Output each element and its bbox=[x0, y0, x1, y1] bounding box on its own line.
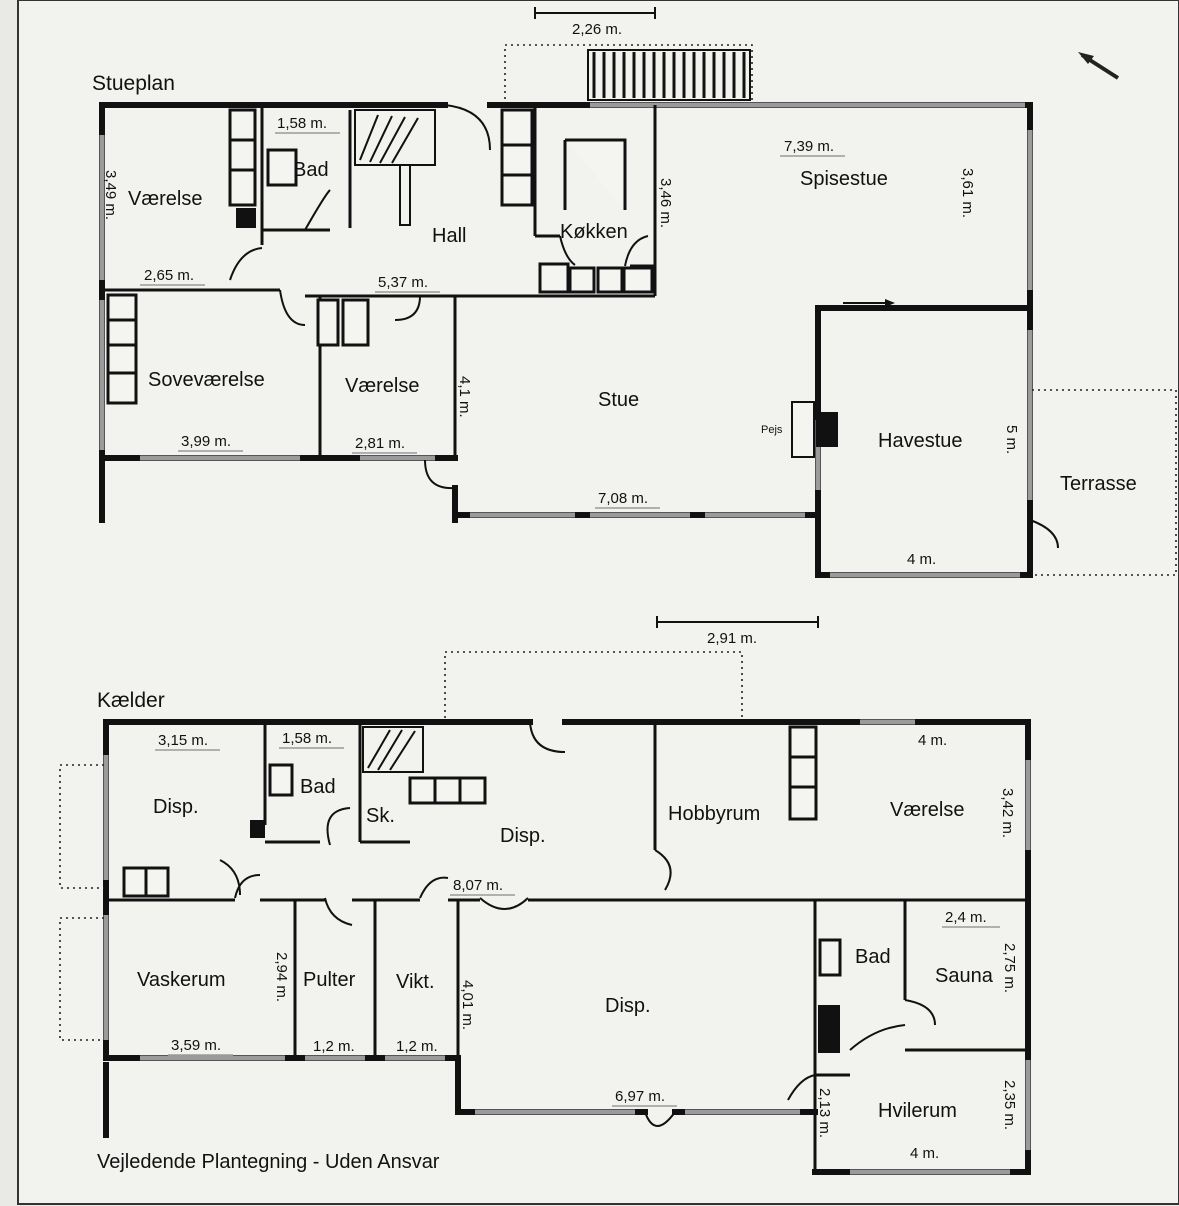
room-vaerelse-ground: Værelse bbox=[128, 188, 202, 210]
dim-bad-width-ground: 1,58 m. bbox=[277, 115, 327, 132]
dim-hvilerum-width: 4 m. bbox=[910, 1145, 939, 1162]
dim-hvilerum-depth-right: 2,35 m. bbox=[1001, 1080, 1018, 1130]
room-vikt: Vikt. bbox=[396, 971, 435, 993]
room-vaskerum: Vaskerum bbox=[137, 969, 226, 991]
dim-havestue-depth: 5 m. bbox=[1003, 425, 1020, 454]
room-bad-2: Bad bbox=[855, 946, 891, 968]
dim-vaerelse2-width: 2,81 m. bbox=[355, 435, 405, 452]
room-bad-basement: Bad bbox=[300, 776, 336, 798]
dim-vaerelse-width-ground: 2,65 m. bbox=[144, 267, 194, 284]
dim-sauna-width: 2,4 m. bbox=[945, 909, 987, 926]
dim-spisestue-depth: 3,61 m. bbox=[959, 168, 976, 218]
dim-disp3-width: 6,97 m. bbox=[615, 1088, 665, 1105]
pejs-label: Pejs bbox=[761, 424, 783, 436]
dim-vaerelse-depth-ground: 3,49 m. bbox=[102, 170, 119, 220]
ground-scale-bar: 2,26 m. bbox=[534, 7, 656, 38]
ground-scale-label: 2,26 m. bbox=[572, 21, 622, 38]
room-sovevaerelse: Soveværelse bbox=[148, 369, 265, 391]
room-hobbyrum: Hobbyrum bbox=[668, 803, 760, 825]
room-stue: Stue bbox=[598, 389, 639, 411]
disclaimer-footer: Vejledende Plantegning - Uden Ansvar bbox=[97, 1151, 440, 1173]
room-spisestue: Spisestue bbox=[800, 168, 888, 190]
room-vaerelse-basement: Værelse bbox=[890, 799, 964, 821]
dim-hall-width: 5,37 m. bbox=[378, 274, 428, 291]
ground-plan-title: Stueplan bbox=[92, 72, 175, 95]
dim-vaskerum-width: 3,59 m. bbox=[171, 1037, 221, 1054]
basement-staircase bbox=[362, 726, 487, 805]
north-arrow-icon bbox=[1078, 52, 1120, 80]
dim-vaskerum-depth: 2,94 m. bbox=[273, 952, 290, 1002]
room-disp-3: Disp. bbox=[605, 995, 651, 1017]
ground-floor-plan: 2,26 m. bbox=[92, 7, 1177, 578]
dim-stue-depth: 4,1 m. bbox=[456, 376, 473, 418]
dim-vaerelse-width-basement: 4 m. bbox=[918, 732, 947, 749]
room-koekken: Køkken bbox=[560, 221, 628, 243]
basement-plan: 2,91 m. bbox=[59, 616, 1031, 1175]
dim-hall-width-basement: 8,07 m. bbox=[453, 877, 503, 894]
ground-staircase bbox=[354, 109, 436, 226]
room-hvilerum: Hvilerum bbox=[878, 1100, 957, 1122]
dim-vaerelse-depth-basement: 3,42 m. bbox=[999, 788, 1016, 838]
dim-pulter-width: 1,2 m. bbox=[313, 1038, 355, 1055]
dim-stue-width: 7,08 m. bbox=[598, 490, 648, 507]
basement-scale-label: 2,91 m. bbox=[707, 630, 757, 647]
dim-vikt-width: 1,2 m. bbox=[396, 1038, 438, 1055]
room-hall: Hall bbox=[432, 225, 466, 247]
dim-sovevaerelse-width: 3,99 m. bbox=[181, 433, 231, 450]
arrow-icon bbox=[843, 299, 895, 307]
dim-hvilerum-depth-left: 2,13 m. bbox=[816, 1088, 833, 1138]
room-sk: Sk. bbox=[366, 805, 395, 827]
entrance-steps bbox=[504, 44, 753, 105]
room-havestue: Havestue bbox=[878, 430, 963, 452]
room-vaerelse-2: Værelse bbox=[345, 375, 419, 397]
dim-sauna-depth: 2,75 m. bbox=[1001, 943, 1018, 993]
basement-plan-title: Kælder bbox=[97, 689, 165, 712]
dim-koekken-depth: 3,46 m. bbox=[657, 178, 674, 228]
room-terrasse: Terrasse bbox=[1060, 473, 1137, 495]
fireplace bbox=[791, 401, 838, 458]
room-bad-ground: Bad bbox=[293, 159, 329, 181]
room-sauna: Sauna bbox=[935, 965, 994, 987]
room-disp-2: Disp. bbox=[500, 825, 546, 847]
dim-disp1-width: 3,15 m. bbox=[158, 732, 208, 749]
room-disp-1: Disp. bbox=[153, 796, 199, 818]
dim-havestue-width: 4 m. bbox=[907, 551, 936, 568]
dim-spisestue-width: 7,39 m. bbox=[784, 138, 834, 155]
dim-disp3-depth: 4,01 m. bbox=[459, 980, 476, 1030]
room-pulter: Pulter bbox=[303, 969, 356, 991]
basement-scale-bar: 2,91 m. bbox=[656, 616, 819, 647]
dim-bad-width-basement: 1,58 m. bbox=[282, 730, 332, 747]
